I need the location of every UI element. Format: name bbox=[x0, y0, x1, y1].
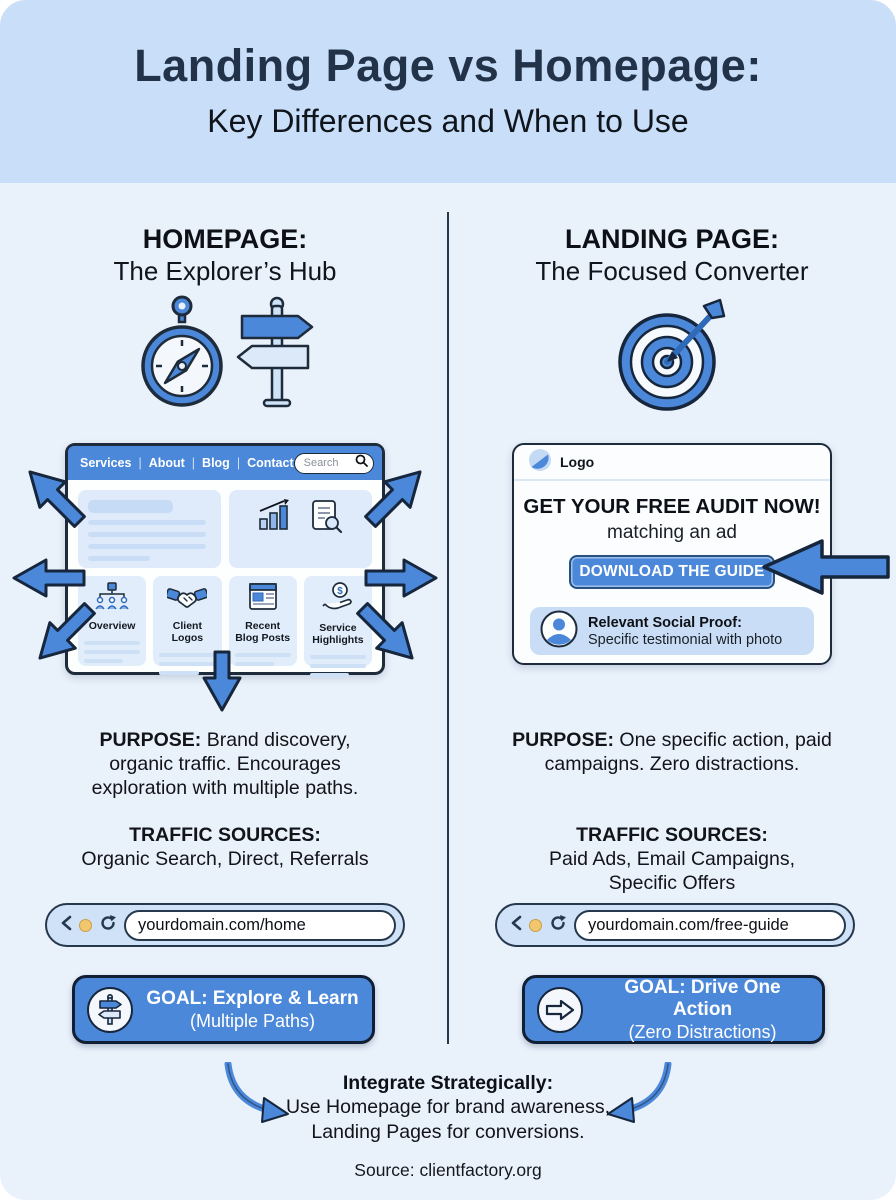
svg-text:$: $ bbox=[337, 586, 343, 597]
homepage-heading: HOMEPAGE: bbox=[142, 224, 308, 254]
landing-subheading: The Focused Converter bbox=[535, 256, 809, 286]
homepage-traffic: TRAFFIC SOURCES: Organic Search, Direct,… bbox=[45, 824, 405, 872]
nav-item-contact[interactable]: Contact bbox=[247, 456, 294, 470]
landing-url-input[interactable]: yourdomain.com/free-guide bbox=[574, 909, 846, 941]
curved-arrow-left-icon bbox=[220, 1060, 292, 1128]
landing-subline: matching an ad bbox=[607, 522, 737, 543]
arrow-down-left-icon bbox=[22, 592, 107, 677]
arrow-up-right-icon bbox=[354, 454, 439, 539]
landing-purpose: PURPOSE: One specific action, paid campa… bbox=[497, 729, 847, 777]
purpose-text: Brand discovery, organic traffic. Encour… bbox=[91, 729, 359, 799]
goal-subtitle: (Zero Distractions) bbox=[628, 1021, 777, 1042]
arrow-down-icon bbox=[200, 638, 244, 714]
homepage-browser-mockup: Services| About| Blog| Contact Search bbox=[65, 443, 385, 678]
arrow-down-right-icon bbox=[346, 592, 431, 677]
document-search-icon bbox=[310, 499, 344, 540]
purpose-label: PURPOSE: bbox=[512, 729, 614, 751]
sitemap-icon bbox=[95, 582, 129, 617]
feature-block bbox=[229, 490, 372, 568]
social-proof-title: Relevant Social Proof: bbox=[588, 614, 742, 631]
traffic-label: TRAFFIC SOURCES: bbox=[129, 824, 321, 846]
homepage-url-bar: yourdomain.com/home bbox=[45, 903, 405, 947]
goal-title: GOAL: Explore & Learn bbox=[146, 987, 359, 1009]
reload-icon[interactable] bbox=[99, 914, 117, 937]
hero-text-block bbox=[78, 490, 221, 568]
browser-nav-bar: Services| About| Blog| Contact Search bbox=[68, 446, 382, 480]
mini-card-overview: Overview bbox=[78, 576, 147, 666]
bar-chart-icon bbox=[257, 499, 293, 538]
search-placeholder: Search bbox=[303, 457, 339, 469]
reload-icon[interactable] bbox=[549, 914, 567, 937]
arrow-right-icon bbox=[364, 556, 440, 600]
social-proof-box: Relevant Social Proof: Specific testimon… bbox=[530, 607, 814, 655]
purpose-text: One specific action, paid campaigns. Zer… bbox=[544, 729, 832, 775]
target-icon bbox=[612, 296, 738, 419]
download-guide-button[interactable]: DOWNLOAD THE GUIDE bbox=[569, 555, 775, 589]
mini-card-recent-blog: Recent Blog Posts bbox=[228, 576, 297, 667]
homepage-hero-icons bbox=[140, 294, 320, 415]
back-icon[interactable] bbox=[60, 915, 72, 936]
search-icon bbox=[355, 454, 368, 472]
landing-headline: GET YOUR FREE AUDIT NOW! bbox=[523, 495, 821, 518]
signpost-icon bbox=[230, 294, 320, 415]
blog-page-icon bbox=[248, 582, 278, 617]
integrate-line1: Use Homepage for brand awareness, bbox=[285, 1096, 611, 1118]
header-band bbox=[0, 0, 896, 183]
integrate-line2: Landing Pages for conversions. bbox=[311, 1121, 585, 1143]
compass-icon bbox=[140, 294, 224, 415]
landing-page-mockup: Logo GET YOUR FREE AUDIT NOW! matching a… bbox=[512, 443, 832, 665]
search-input[interactable]: Search bbox=[293, 452, 374, 474]
logo-label: Logo bbox=[560, 454, 595, 470]
signpost-mini-icon bbox=[87, 986, 133, 1033]
homepage-url-input[interactable]: yourdomain.com/home bbox=[124, 909, 396, 941]
landing-goal-button[interactable]: GOAL: Drive One Action (Zero Distraction… bbox=[522, 975, 825, 1044]
mini-card-label: Recent Blog Posts bbox=[235, 620, 291, 645]
logo-icon bbox=[528, 448, 552, 477]
integrate-title: Integrate Strategically: bbox=[342, 1072, 554, 1094]
mini-card-label: Overview bbox=[88, 620, 136, 632]
mini-card-label: Service Highlights bbox=[312, 622, 364, 647]
homepage-purpose: PURPOSE: Brand discovery, organic traffi… bbox=[65, 729, 385, 801]
tab-dot-icon bbox=[79, 918, 92, 932]
homepage-goal-button[interactable]: GOAL: Explore & Learn (Multiple Paths) bbox=[72, 975, 375, 1044]
hand-dollar-icon: $ bbox=[321, 582, 355, 619]
landing-traffic: TRAFFIC SOURCES: Paid Ads, Email Campaig… bbox=[522, 824, 822, 896]
social-proof-text: Specific testimonial with photo bbox=[588, 631, 783, 648]
arrow-left-icon bbox=[10, 556, 86, 600]
arrow-up-left-icon bbox=[12, 454, 97, 539]
nav-item-blog[interactable]: Blog bbox=[202, 456, 230, 470]
landing-url-bar: yourdomain.com/free-guide bbox=[495, 903, 855, 947]
nav-item-services[interactable]: Services bbox=[80, 456, 132, 470]
browser-content: Overview Client Logos bbox=[78, 490, 372, 678]
mini-card-label: Client Logos bbox=[171, 620, 204, 645]
purpose-label: PURPOSE: bbox=[99, 729, 202, 751]
column-divider bbox=[447, 212, 449, 1044]
landing-heading: LANDING PAGE: bbox=[565, 224, 779, 254]
handshake-icon bbox=[165, 582, 209, 617]
goal-title: GOAL: Drive One Action bbox=[624, 976, 781, 1020]
avatar-icon bbox=[540, 610, 578, 653]
homepage-subheading: The Explorer’s Hub bbox=[113, 256, 337, 286]
goal-subtitle: (Multiple Paths) bbox=[189, 1010, 316, 1031]
cta-pointer-arrow-icon bbox=[758, 536, 890, 603]
source-credit: Source: clientfactory.org bbox=[354, 1160, 542, 1180]
nav-item-about[interactable]: About bbox=[148, 456, 185, 470]
curved-arrow-right-icon bbox=[604, 1060, 676, 1128]
arrow-right-mini-icon bbox=[537, 986, 583, 1033]
tab-dot-icon bbox=[529, 918, 542, 932]
traffic-text: Paid Ads, Email Campaigns, Specific Offe… bbox=[548, 847, 796, 894]
page-subtitle: Key Differences and When to Use bbox=[207, 103, 689, 139]
browser-nav-links: Services| About| Blog| Contact bbox=[80, 456, 294, 470]
mini-card-client-logos: Client Logos bbox=[153, 576, 222, 676]
page-title: Landing Page vs Homepage: bbox=[134, 40, 762, 91]
mini-card-service-highlights: $ Service Highlights bbox=[303, 576, 372, 678]
traffic-text: Organic Search, Direct, Referrals bbox=[81, 847, 369, 870]
back-icon[interactable] bbox=[510, 915, 522, 936]
traffic-label: TRAFFIC SOURCES: bbox=[576, 824, 768, 846]
logo-row: Logo bbox=[514, 445, 830, 481]
